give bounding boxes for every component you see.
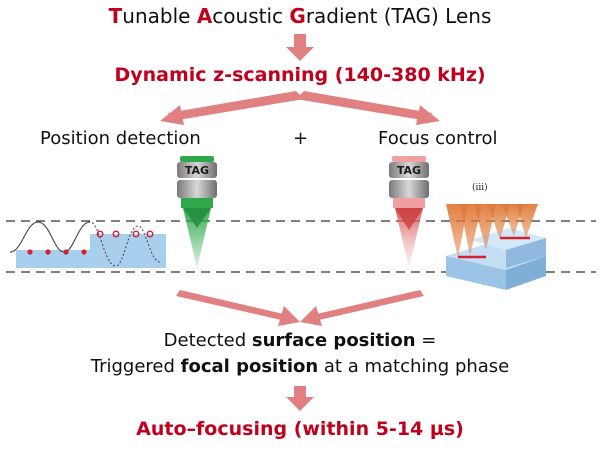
auto-focusing-label: Auto–focusing (within 5-14 µs) [136, 418, 464, 440]
position-detection-label: Position detection [40, 128, 201, 149]
title-rest-3: radient (TAG) Lens [305, 4, 492, 28]
diagram-title: Tunable Acoustic Gradient (TAG) Lens [0, 4, 600, 28]
triggered-bold: focal position [180, 356, 319, 377]
title-cap-g: G [289, 4, 306, 28]
title-cap-a: A [196, 4, 213, 28]
down-arrow-bottom [286, 386, 314, 411]
detected-prefix: Detected [163, 330, 252, 351]
tag-lens-focus: TAG [389, 156, 429, 268]
down-arrow-top [286, 34, 314, 61]
merge-arrow-left [176, 290, 300, 326]
stepped-surface [9, 221, 166, 268]
triggered-suffix: at a matching phase [318, 356, 510, 377]
orange-cone-fan [446, 204, 538, 258]
detected-line: Detected surface position = [0, 330, 600, 351]
plus-sign: + [293, 128, 309, 149]
focus-3d-block [446, 204, 546, 290]
merge-arrow-right [300, 290, 424, 326]
triggered-prefix: Triggered [90, 356, 181, 377]
triggered-line: Triggered focal position at a matching p… [0, 356, 600, 377]
title-rest-2: coustic [212, 4, 290, 28]
split-arrow-right [296, 91, 440, 125]
tag-lens-detection: TAG [177, 156, 217, 268]
tag-badge-focus: TAG [397, 164, 421, 177]
detected-suffix: = [415, 330, 437, 351]
title-rest-1: unable [122, 4, 197, 28]
focus-control-label: Focus control [378, 128, 498, 149]
tag-badge-detection: TAG [185, 164, 209, 177]
panel-marker: (iii) [472, 182, 488, 193]
detected-bold: surface position [251, 330, 416, 351]
scan-label: Dynamic z-scanning (140-380 kHz) [114, 64, 486, 86]
split-arrow-left [160, 91, 304, 125]
title-cap-t: T [108, 4, 123, 28]
